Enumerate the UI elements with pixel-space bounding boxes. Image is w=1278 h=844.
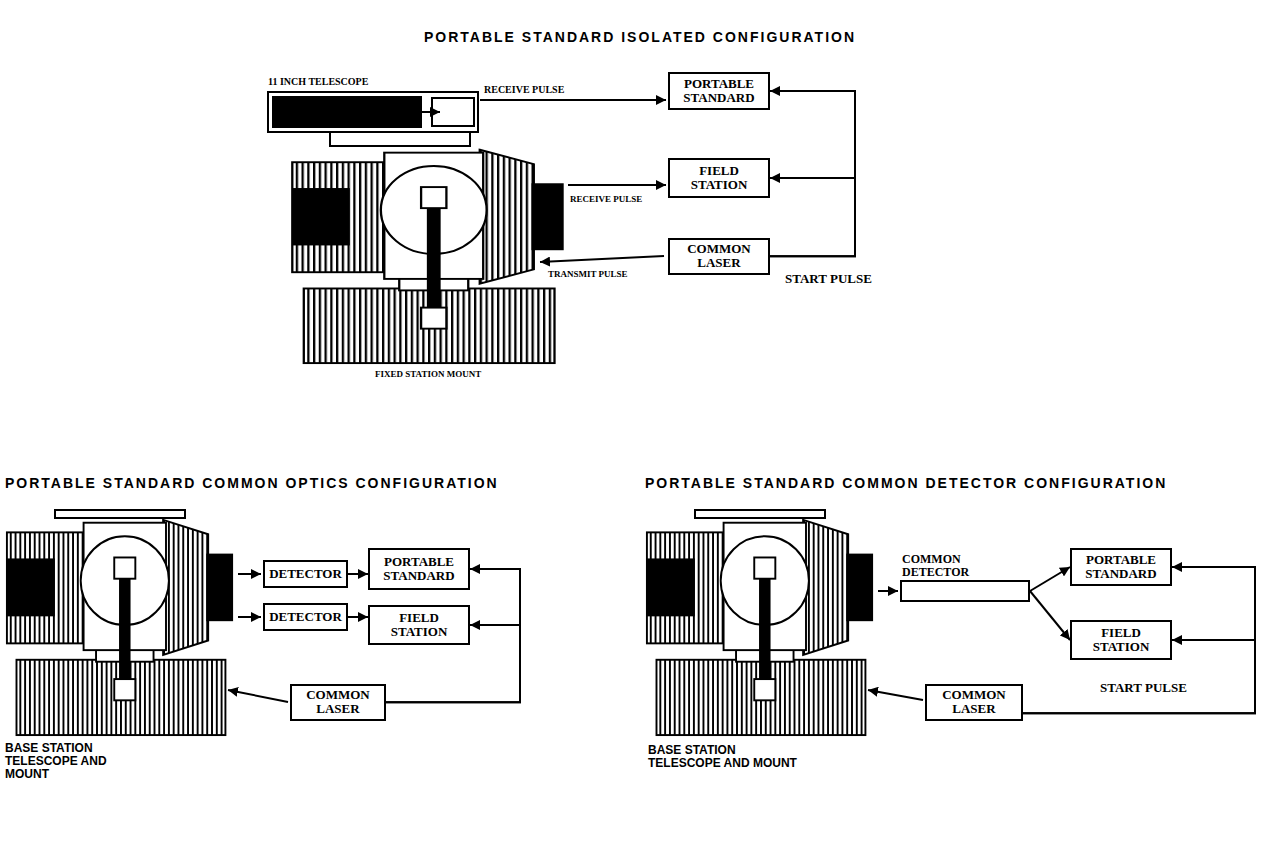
box-label: COMMON LASER [296, 688, 380, 717]
internal-arrow [420, 111, 440, 113]
annotation: TRANSMIT PULSE [548, 270, 628, 280]
process-box: PORTABLE STANDARD [368, 548, 470, 590]
receive-arrow [238, 573, 261, 575]
transmit-arrow [228, 690, 288, 702]
annotation: START PULSE [1100, 681, 1187, 695]
receive-arrow [238, 616, 261, 618]
process-box: FIELD STATION [668, 158, 770, 198]
panel-title: PORTABLE STANDARD COMMON DETECTOR CONFIG… [645, 476, 1167, 491]
box-label: PORTABLE STANDARD [674, 77, 764, 106]
box-label: PORTABLE STANDARD [1076, 553, 1166, 582]
receive-arrow [568, 184, 666, 186]
box-label: COMMON DETECTOR [902, 553, 977, 579]
annotation: 11 INCH TELESCOPE [268, 76, 368, 87]
base-station-mount [647, 520, 873, 735]
process-box: FIELD STATION [1070, 620, 1172, 660]
transmit-arrow [540, 256, 664, 262]
annotation: BASE STATION TELESCOPE AND MOUNT [648, 744, 808, 770]
signal-line [770, 91, 855, 256]
top-plate [55, 510, 185, 518]
receive-arrow [878, 590, 898, 592]
signal-line [348, 573, 368, 575]
process-box: COMMON LASER [925, 684, 1023, 721]
fixed-station-mount [292, 150, 563, 363]
annotation: FIXED STATION MOUNT [375, 370, 481, 380]
top-plate [695, 510, 825, 518]
box-label: COMMON LASER [931, 688, 1017, 717]
signal-line [1030, 591, 1070, 640]
signal-line [770, 178, 855, 256]
receive-arrow [480, 99, 666, 101]
box-label: PORTABLE STANDARD [374, 555, 464, 584]
process-box: COMMON LASER [290, 684, 386, 721]
process-box: PORTABLE STANDARD [1070, 548, 1172, 586]
panel-title: PORTABLE STANDARD ISOLATED CONFIGURATION [424, 30, 856, 45]
base-station-mount [7, 520, 233, 735]
telescope-tube [268, 92, 478, 132]
process-box: DETECTOR [263, 560, 348, 588]
process-box: FIELD STATION [368, 605, 470, 645]
signal-line [1030, 567, 1070, 591]
box-label: FIELD STATION [674, 164, 764, 193]
annotation: BASE STATION TELESCOPE AND MOUNT [5, 742, 123, 782]
annotation: RECEIVE PULSE [570, 195, 642, 205]
annotation: RECEIVE PULSE [484, 84, 564, 95]
process-box: PORTABLE STANDARD [668, 72, 770, 110]
box-label: COMMON LASER [674, 242, 764, 271]
annotation: START PULSE [785, 272, 872, 286]
telescope-body [272, 96, 422, 128]
transmit-arrow [868, 690, 923, 700]
process-box: COMMON LASER [668, 238, 770, 275]
detector-box: COMMON DETECTOR [900, 580, 1030, 602]
box-label: FIELD STATION [1076, 626, 1166, 655]
panel-title: PORTABLE STANDARD COMMON OPTICS CONFIGUR… [5, 476, 499, 491]
signal-line [348, 616, 368, 618]
box-label: FIELD STATION [374, 611, 464, 640]
box-label: DETECTOR [269, 610, 342, 624]
signal-line [1023, 567, 1255, 713]
box-label: DETECTOR [269, 567, 342, 581]
process-box: DETECTOR [263, 603, 348, 631]
